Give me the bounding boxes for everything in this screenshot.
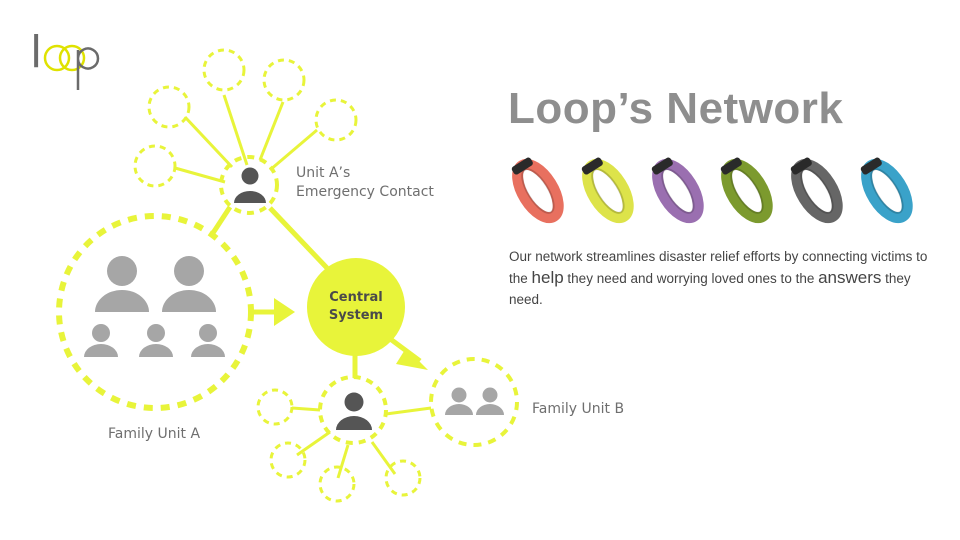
wristband-purple bbox=[651, 157, 704, 224]
connector bbox=[183, 115, 234, 169]
person-icon bbox=[336, 392, 372, 430]
family-unit-b-ring bbox=[429, 357, 519, 447]
person-icon bbox=[445, 387, 473, 415]
description-emphasis-answers: answers bbox=[818, 268, 882, 287]
contact-node bbox=[133, 144, 177, 188]
connector bbox=[336, 444, 350, 479]
connector bbox=[222, 94, 249, 166]
description-emphasis-help: help bbox=[531, 268, 564, 287]
wristband-yellow bbox=[581, 157, 634, 224]
loop-logo: l bbox=[30, 27, 100, 90]
description-part1: Our network streamlines disaster relief … bbox=[509, 249, 928, 286]
contact-node bbox=[262, 58, 306, 102]
central-system-label: Central System bbox=[305, 258, 407, 356]
wristband-gallery bbox=[508, 155, 918, 225]
page-title: Loop’s Network bbox=[508, 84, 844, 133]
person-icon bbox=[476, 387, 504, 415]
arrow-to-central bbox=[274, 298, 295, 326]
person-icon bbox=[84, 324, 118, 357]
contact-node bbox=[202, 48, 246, 92]
central-system-node bbox=[307, 258, 405, 356]
central-system-line1: Central bbox=[329, 290, 383, 305]
person-icon bbox=[234, 167, 266, 203]
contact-node bbox=[318, 465, 356, 503]
contact-node bbox=[147, 85, 191, 129]
logo-letter-p bbox=[76, 47, 100, 90]
description: Our network streamlines disaster relief … bbox=[509, 246, 929, 310]
connector bbox=[258, 101, 285, 161]
person-icon bbox=[139, 324, 173, 357]
contact-node bbox=[269, 441, 307, 479]
contact-node bbox=[256, 388, 294, 426]
emergency-contact-line2: Emergency Contact bbox=[296, 184, 434, 200]
wristband-green bbox=[721, 157, 774, 224]
connector bbox=[296, 430, 331, 457]
emergency-contact-ring bbox=[219, 155, 279, 215]
arrow-to-family-b bbox=[396, 348, 428, 370]
description-part2: they need and worrying loved ones to the bbox=[563, 271, 819, 286]
family-unit-b-label: Family Unit B bbox=[532, 401, 625, 417]
wristband-blue bbox=[860, 157, 913, 224]
person-icon bbox=[162, 256, 216, 312]
logo-ring-2 bbox=[58, 44, 86, 72]
contact-node bbox=[384, 459, 422, 497]
logo-letter-l: l bbox=[30, 27, 42, 78]
connector bbox=[210, 205, 233, 235]
person-icon bbox=[95, 256, 149, 312]
description-part3: they need. bbox=[509, 271, 911, 307]
connector bbox=[385, 406, 432, 416]
central-system-line2: System bbox=[328, 308, 384, 323]
logo-ring-1 bbox=[43, 44, 71, 72]
contact-node bbox=[314, 98, 358, 142]
unit-b-member-ring bbox=[318, 375, 388, 445]
connector bbox=[269, 128, 318, 172]
family-unit-a-label: Family Unit A bbox=[108, 426, 201, 442]
connector bbox=[291, 406, 321, 412]
family-unit-a-ring bbox=[56, 213, 254, 411]
emergency-contact-line1: Unit A’s bbox=[296, 165, 351, 181]
connector bbox=[268, 206, 329, 270]
person-icon bbox=[191, 324, 225, 357]
wristband-coral bbox=[511, 157, 564, 224]
wristband-gray bbox=[791, 157, 844, 224]
connector bbox=[174, 166, 226, 184]
connector bbox=[370, 441, 397, 475]
emergency-contact-label: Unit A’s Emergency Contact bbox=[296, 164, 434, 202]
